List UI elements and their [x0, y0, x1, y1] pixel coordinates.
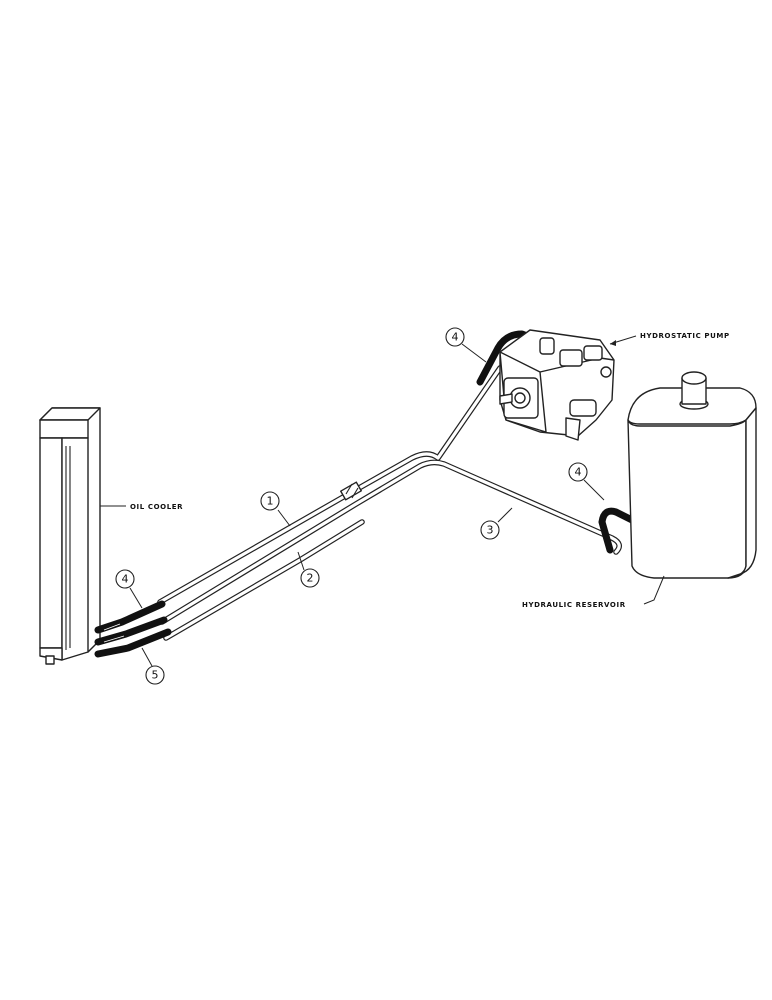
hydraulic-reservoir-label-text: HYDRAULIC RESERVOIR — [522, 601, 626, 609]
callout-5-text: 5 — [152, 669, 159, 682]
union-fitting — [340, 481, 362, 501]
callout-4-reservoir-text: 4 — [575, 466, 582, 479]
callout-4-pump: 4 — [445, 327, 487, 363]
tube-line-3 — [163, 519, 365, 641]
pump-hose — [476, 330, 552, 386]
cooler-hoses — [94, 600, 172, 658]
tube-line-1 — [157, 365, 503, 605]
oil-cooler-label: OIL COOLER — [100, 503, 183, 511]
callout-4-pump-text: 4 — [452, 331, 459, 344]
tube-line-2 — [159, 459, 622, 625]
hydrostatic-pump-label-text: HYDROSTATIC PUMP — [640, 332, 730, 340]
hydrostatic-pump-label: HYDROSTATIC PUMP — [609, 332, 730, 346]
callout-3: 3 — [480, 507, 513, 540]
hydraulic-reservoir — [627, 371, 757, 579]
hydrostatic-pump — [499, 329, 615, 441]
callout-1-text: 1 — [267, 495, 274, 508]
reservoir-hose — [598, 507, 636, 554]
callout-4-reservoir: 4 — [568, 462, 605, 501]
oil-cooler-label-text: OIL COOLER — [130, 503, 183, 511]
callout-2: 2 — [297, 551, 320, 588]
callout-1: 1 — [260, 491, 291, 527]
hydraulic-reservoir-label: HYDRAULIC RESERVOIR — [522, 575, 665, 609]
callout-3-text: 3 — [487, 524, 494, 537]
callout-5: 5 — [141, 647, 165, 685]
callout-2-text: 2 — [307, 572, 314, 585]
callout-4-cooler: 4 — [115, 569, 143, 609]
oil-cooler — [39, 407, 101, 665]
callout-4-cooler-text: 4 — [122, 573, 129, 586]
